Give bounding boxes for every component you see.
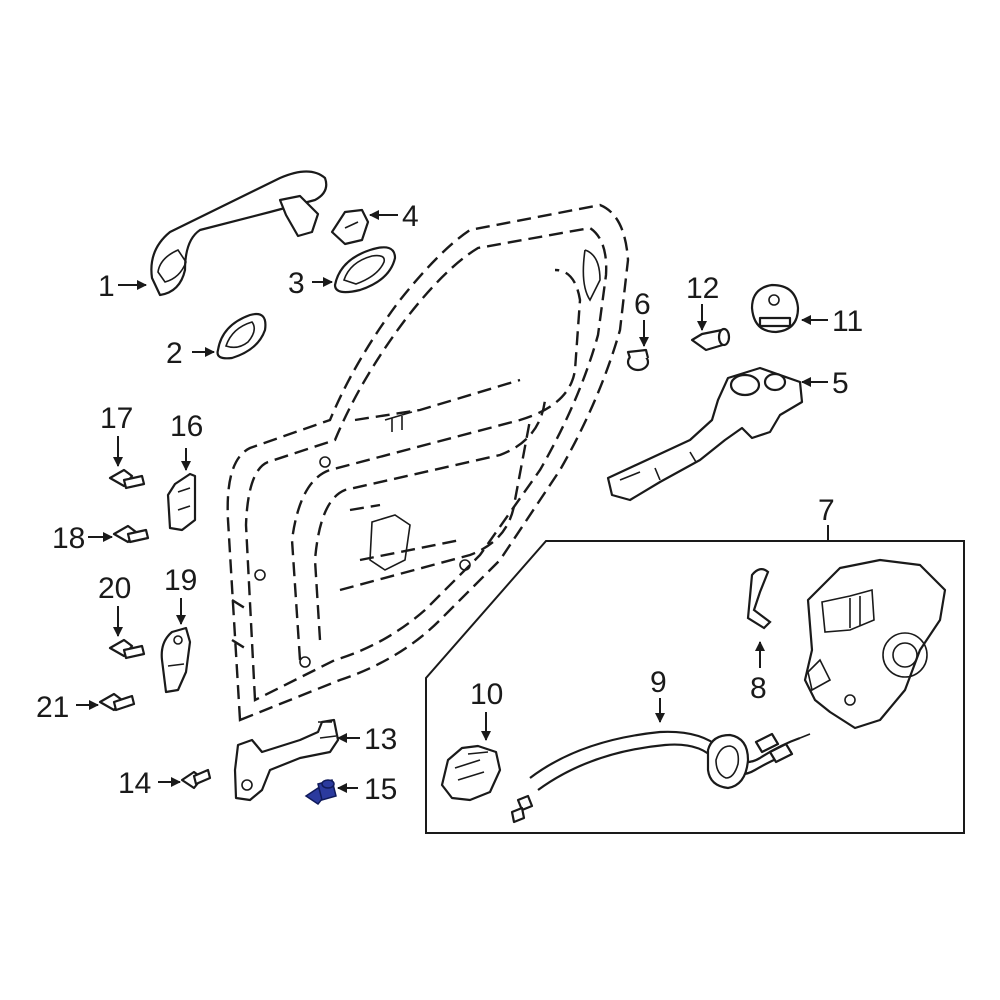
hinge-bolt-20 <box>108 638 146 660</box>
latch-cables <box>510 730 811 824</box>
callout-1: 1 <box>98 270 115 303</box>
callout-11: 11 <box>832 305 863 338</box>
callout-16: 16 <box>170 410 203 443</box>
callout-17: 17 <box>100 402 133 435</box>
check-bolt-14 <box>180 768 212 790</box>
callout-7: 7 <box>818 494 835 527</box>
callout-3: 3 <box>288 267 305 300</box>
callout-5: 5 <box>832 367 849 400</box>
callout-12: 12 <box>686 272 719 305</box>
callout-2: 2 <box>166 337 183 370</box>
latch-assembly-inset-frame <box>425 540 965 834</box>
door-latch-actuator <box>803 558 947 730</box>
plug <box>626 348 650 372</box>
hinge-bolt-17 <box>108 468 146 490</box>
callout-13: 13 <box>364 723 397 756</box>
outside-door-handle <box>150 170 328 297</box>
handle-frame-bracket <box>606 366 804 502</box>
callout-8: 8 <box>750 672 767 705</box>
door-striker <box>750 283 800 334</box>
handle-cover-pad <box>333 246 397 294</box>
hinge-bolt-21 <box>98 692 136 712</box>
callout-19: 19 <box>164 564 197 597</box>
latch-rod <box>746 568 772 630</box>
callout-14: 14 <box>118 767 151 800</box>
hinge-bolt-18 <box>112 524 150 544</box>
door-shell-outline <box>226 203 630 722</box>
callout-4: 4 <box>402 200 419 233</box>
upper-hinge <box>166 472 197 532</box>
callout-18: 18 <box>52 522 85 555</box>
striker-bolt <box>690 327 731 352</box>
handle-end-cap <box>330 208 370 246</box>
callout-21: 21 <box>36 691 69 724</box>
check-bolt-15-highlighted <box>304 779 337 806</box>
callout-15: 15 <box>364 773 397 806</box>
callout-9: 9 <box>650 666 667 699</box>
door-check-strap <box>233 718 340 802</box>
callout-6: 6 <box>634 288 651 321</box>
lower-hinge <box>160 626 192 694</box>
callout-10: 10 <box>470 678 503 711</box>
callout-20: 20 <box>98 572 131 605</box>
handle-escutcheon <box>216 312 267 360</box>
inside-handle-assembly <box>440 744 502 802</box>
